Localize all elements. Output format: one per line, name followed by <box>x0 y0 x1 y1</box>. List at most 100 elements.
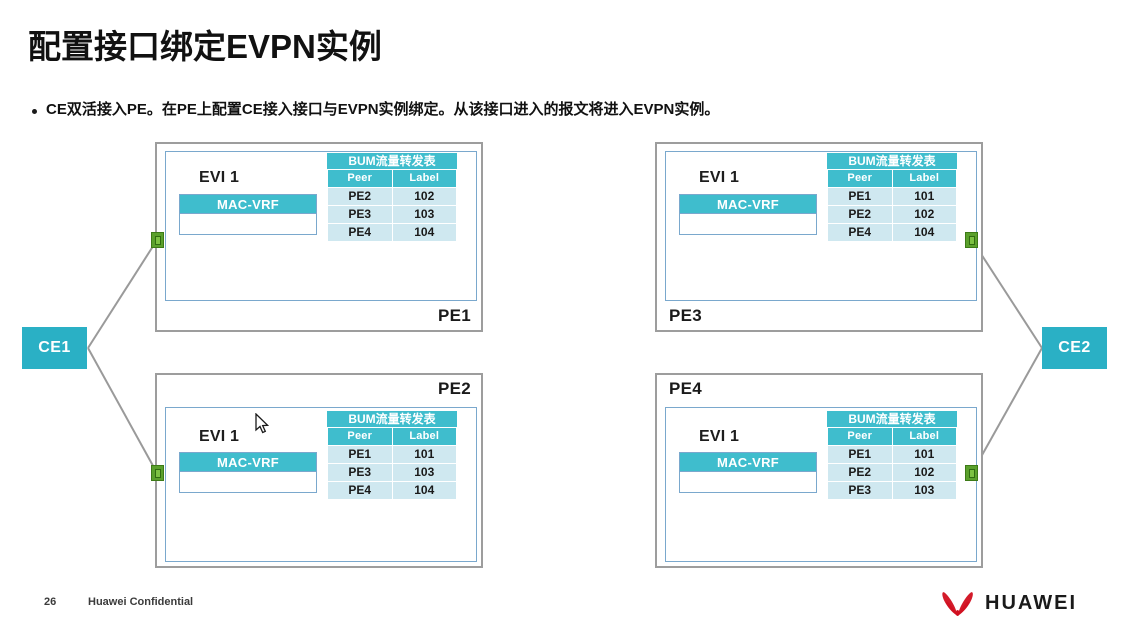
pe3-bum-title: BUM流量转发表 <box>827 153 957 169</box>
pe2-col-label: Label <box>391 427 457 446</box>
pe2-r0-label: 101 <box>391 445 457 464</box>
pe4-macvrf-label: MAC-VRF <box>679 452 817 471</box>
pe4-r1-label: 102 <box>891 463 957 482</box>
pe4-r2-label: 103 <box>891 481 957 500</box>
ce-box-ce2[interactable]: CE2 <box>1042 327 1107 369</box>
table-row: PE4 104 <box>327 481 457 500</box>
pe1-col-label: Label <box>391 169 457 188</box>
pe2-r2-peer: PE4 <box>327 481 393 500</box>
pe2-name-label: PE2 <box>437 379 471 398</box>
pe3-r2-label: 104 <box>891 223 957 242</box>
pe-box-pe3[interactable]: EVI 1 MAC-VRF BUM流量转发表 Peer Label <box>655 142 983 332</box>
pe2-r2-label: 104 <box>391 481 457 500</box>
table-header-row: Peer Label <box>827 427 957 446</box>
interface-marker-pe3[interactable] <box>965 232 978 248</box>
pe2-macvrf-body <box>179 471 317 493</box>
pe3-macvrf-body <box>679 213 817 235</box>
pe1-macvrf-block[interactable]: MAC-VRF <box>179 194 317 235</box>
table-row: PE1 101 <box>827 187 957 206</box>
huawei-logo: HUAWEI <box>940 589 1077 617</box>
pe2-macvrf-label: MAC-VRF <box>179 452 317 471</box>
bullet-item: CE双活接入PE。在PE上配置CE接入接口与EVPN实例绑定。从该接口进入的报文… <box>32 100 719 120</box>
pe4-r0-label: 101 <box>891 445 957 464</box>
huawei-flower-icon <box>942 592 973 616</box>
pe4-bum-title: BUM流量转发表 <box>827 411 957 427</box>
table-row: PE2 102 <box>327 187 457 206</box>
pe2-col-peer: Peer <box>327 427 393 446</box>
pe2-r1-label: 103 <box>391 463 457 482</box>
pe3-bum-table: BUM流量转发表 Peer Label PE1 101 <box>827 153 957 242</box>
table-row: PE3 103 <box>827 481 957 500</box>
table-row: PE1 101 <box>827 445 957 464</box>
pe1-r2-label: 104 <box>391 223 457 242</box>
pe4-macvrf-body <box>679 471 817 493</box>
pe4-bum-grid: Peer Label PE1 101 PE2 102 <box>827 427 957 500</box>
pe1-macvrf-label: MAC-VRF <box>179 194 317 213</box>
pe3-r0-label: 101 <box>891 187 957 206</box>
pe2-bum-title: BUM流量转发表 <box>327 411 457 427</box>
table-header-row: Peer Label <box>827 169 957 188</box>
pe3-col-label: Label <box>891 169 957 188</box>
pe2-evi-label: EVI 1 <box>199 428 240 445</box>
pe-box-pe2[interactable]: EVI 1 MAC-VRF BUM流量转发表 Peer Label <box>155 373 483 568</box>
pe3-evi-label: EVI 1 <box>699 169 740 186</box>
pe2-r1-peer: PE3 <box>327 463 393 482</box>
footer-page-number: 26 <box>44 596 57 608</box>
pe3-col-peer: Peer <box>827 169 893 188</box>
table-row: PE3 103 <box>327 205 457 224</box>
pe3-r1-peer: PE2 <box>827 205 893 224</box>
pe4-r0-peer: PE1 <box>827 445 893 464</box>
pe2-bum-table: BUM流量转发表 Peer Label PE1 101 <box>327 411 457 500</box>
pe3-r0-peer: PE1 <box>827 187 893 206</box>
pe2-r0-peer: PE1 <box>327 445 393 464</box>
pe4-name-label: PE4 <box>669 379 703 398</box>
bullet-dot-icon <box>32 109 37 114</box>
footer-confidential-label: Huawei Confidential <box>88 596 194 608</box>
pe1-evi-label: EVI 1 <box>199 169 240 186</box>
pe1-name-label: PE1 <box>437 306 471 325</box>
interface-marker-pe2[interactable] <box>151 465 164 481</box>
pe2-bum-grid: Peer Label PE1 101 PE3 103 <box>327 427 457 500</box>
table-row: PE3 103 <box>327 463 457 482</box>
pe-box-pe1[interactable]: EVI 1 MAC-VRF BUM流量转发表 Peer Label <box>155 142 483 332</box>
table-row: PE2 102 <box>827 205 957 224</box>
network-diagram: EVI 1 MAC-VRF BUM流量转发表 Peer Label <box>0 135 1129 580</box>
bullet-text: CE双活接入PE。在PE上配置CE接入接口与EVPN实例绑定。从该接口进入的报文… <box>46 101 720 118</box>
pe1-r1-label: 103 <box>391 205 457 224</box>
pe1-bum-grid: Peer Label PE2 102 PE3 103 <box>327 169 457 242</box>
pe4-col-peer: Peer <box>827 427 893 446</box>
pe3-macvrf-label: MAC-VRF <box>679 194 817 213</box>
pe1-r2-peer: PE4 <box>327 223 393 242</box>
pe4-r1-peer: PE2 <box>827 463 893 482</box>
pe3-bum-grid: Peer Label PE1 101 PE2 102 <box>827 169 957 242</box>
table-header-row: Peer Label <box>327 169 457 188</box>
huawei-wordmark: HUAWEI <box>985 591 1077 614</box>
pe-box-pe4[interactable]: EVI 1 MAC-VRF BUM流量转发表 Peer Label <box>655 373 983 568</box>
interface-marker-pe1[interactable] <box>151 232 164 248</box>
table-row: PE4 104 <box>327 223 457 242</box>
pe4-col-label: Label <box>891 427 957 446</box>
ce-box-ce1[interactable]: CE1 <box>22 327 87 369</box>
pe3-r2-peer: PE4 <box>827 223 893 242</box>
table-header-row: Peer Label <box>327 427 457 446</box>
pe1-r0-label: 102 <box>391 187 457 206</box>
pe1-r0-peer: PE2 <box>327 187 393 206</box>
pe3-name-label: PE3 <box>669 306 703 325</box>
mouse-cursor-icon <box>255 413 270 434</box>
pe1-bum-title: BUM流量转发表 <box>327 153 457 169</box>
pe3-macvrf-block[interactable]: MAC-VRF <box>679 194 817 235</box>
table-row: PE2 102 <box>827 463 957 482</box>
pe2-macvrf-block[interactable]: MAC-VRF <box>179 452 317 493</box>
pe4-r2-peer: PE3 <box>827 481 893 500</box>
page-title: 配置接口绑定EVPN实例 <box>28 28 382 65</box>
interface-marker-pe4[interactable] <box>965 465 978 481</box>
pe4-macvrf-block[interactable]: MAC-VRF <box>679 452 817 493</box>
table-row: PE4 104 <box>827 223 957 242</box>
pe3-r1-label: 102 <box>891 205 957 224</box>
pe1-macvrf-body <box>179 213 317 235</box>
pe1-r1-peer: PE3 <box>327 205 393 224</box>
pe4-bum-table: BUM流量转发表 Peer Label PE1 101 <box>827 411 957 500</box>
table-row: PE1 101 <box>327 445 457 464</box>
pe4-evi-label: EVI 1 <box>699 428 740 445</box>
